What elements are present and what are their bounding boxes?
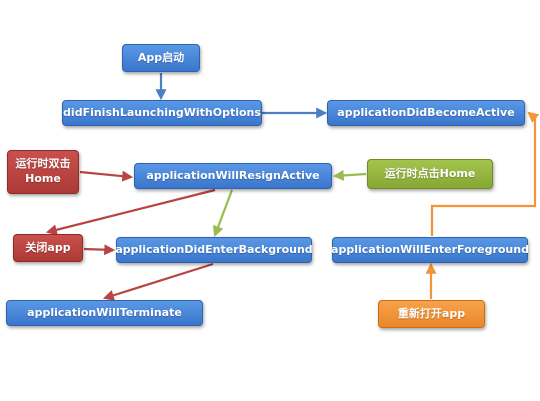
arrow-home-to-resign [332,169,367,181]
node-running-double-home: 运行时双击Home [7,150,79,194]
node-will-enter-foreground: applicationWillEnterForeground [331,237,529,263]
node-running-home: 运行时点击Home [367,159,493,189]
node-will-terminate: applicationWillTerminate [6,300,203,326]
node-reopen-app: 重新打开app [378,300,485,328]
node-did-finish-launching: didFinishLaunchingWithOptions [62,100,262,126]
node-did-become-active: applicationDidBecomeActive [327,100,525,126]
node-close-app: 关闭app [13,234,83,262]
arrow-resign-to-close [45,188,216,236]
arrow-background-to-terminate [102,262,214,301]
arrow-resign-to-background [212,189,234,238]
node-did-enter-background: applicationDidEnterBackground [115,237,313,263]
node-will-resign-active: applicationWillResignActive [134,163,332,189]
arrow-foreground-to-active [430,111,540,236]
arrow-double-to-resign [79,170,134,182]
arrow-close-to-background [83,244,116,256]
node-app-launch: App启动 [122,44,200,72]
